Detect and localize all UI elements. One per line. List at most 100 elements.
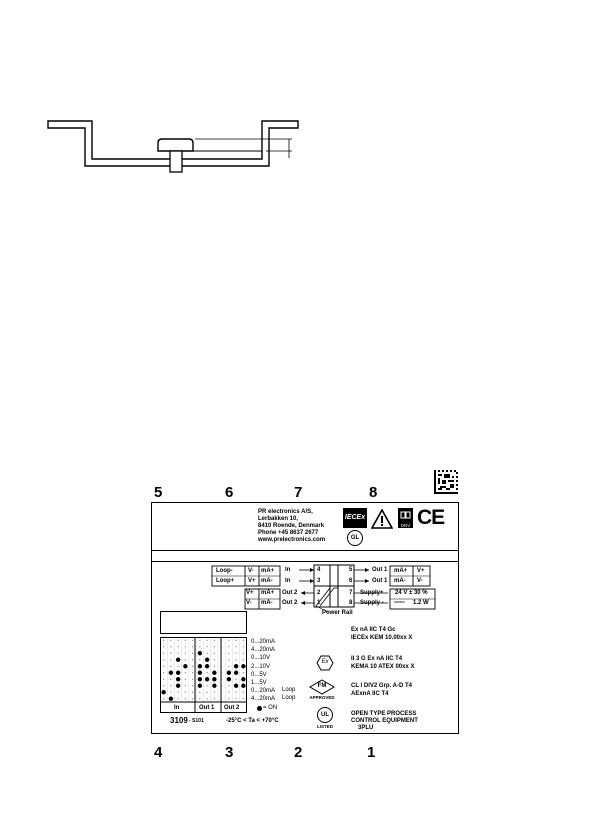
dip-on-dot: [233, 670, 239, 675]
dip-grid-cell: [242, 639, 244, 641]
fm-diamond-icon: [309, 679, 335, 695]
dip-grid-cell: [170, 659, 172, 661]
dip-column-out2: Out 2: [224, 705, 240, 711]
dip-grid-cell: [192, 698, 194, 700]
position-6: 6: [225, 484, 234, 501]
ma-plus-label-2: mA+: [261, 590, 275, 596]
dip-grid-cell: [192, 678, 194, 680]
iecex-marking: Ex nA IIC T4 Gc: [351, 627, 396, 633]
dip-on-dot: [233, 683, 239, 688]
ul-circle-icon: UL: [317, 707, 333, 723]
dip-grid-cell: [221, 685, 223, 687]
dip-on-dot: [197, 670, 203, 675]
dip-grid-cell: [177, 698, 179, 700]
dip-grid-cell: [206, 672, 208, 674]
out1-label-2: Out 1: [372, 578, 388, 584]
dip-on-dot: [175, 683, 181, 688]
dip-grid-cell: [221, 678, 223, 680]
dip-on-dot: [197, 683, 203, 688]
dip-on-dot: [168, 670, 174, 675]
on-legend: = ON: [263, 705, 278, 711]
loop-note-1: Loop: [282, 687, 296, 693]
position-3: 3: [225, 744, 234, 761]
dip-grid-cell: [163, 672, 165, 674]
dip-grid-cell: [213, 659, 215, 661]
ambient-temperature: -25°C < Ta < +70°C: [226, 718, 279, 724]
dip-grid-cell: [242, 691, 244, 693]
ex-logo-text: Ex: [321, 659, 329, 665]
iecex-logo-text: IECEx: [344, 514, 366, 521]
dip-grid-cell: [170, 652, 172, 654]
dip-grid-cell: [242, 646, 244, 648]
dip-on-dot: [197, 677, 203, 682]
dip-grid-cell: [177, 665, 179, 667]
dip-on-dot: [241, 677, 246, 682]
dip-grid-cell: [235, 639, 237, 641]
atex-certificate: KEMA 10 ATEX 00xx X: [351, 664, 415, 670]
dip-on-dot: [226, 677, 232, 682]
dip-grid-cell: [177, 646, 179, 648]
ul-logo-subtext: LISTED: [316, 724, 333, 729]
dip-grid-cell: [163, 652, 165, 654]
product-label: [151, 502, 459, 734]
dip-grid-cell: [221, 672, 223, 674]
range-item: 1...5V: [251, 680, 267, 687]
company-street: Lerbakken 10,: [258, 516, 299, 522]
dip-grid-cell: [163, 646, 165, 648]
dip-grid-cell: [228, 639, 230, 641]
position-5: 5: [154, 484, 163, 501]
dip-grid-cell: [213, 646, 215, 648]
terminal-2: 2: [317, 590, 321, 596]
dip-grid-cell: [199, 691, 201, 693]
position-1: 1: [367, 744, 376, 761]
dip-on-dot: [226, 670, 232, 675]
dip-grid-cell: [170, 639, 172, 641]
loop-minus-label: Loop-: [216, 568, 233, 574]
company-web: www.prelectronics.com: [258, 537, 326, 543]
model-number: 3109: [170, 716, 188, 725]
range-item: 4...20mA: [251, 696, 276, 703]
dip-grid-cell: [199, 639, 201, 641]
dip-grid-cell: [235, 652, 237, 654]
dip-grid-cell: [184, 659, 186, 661]
loop-note-2: Loop: [282, 695, 296, 701]
range-item: 0...20mA: [251, 639, 276, 645]
dip-grid-cell: [228, 698, 230, 700]
dip-grid-cell: [192, 652, 194, 654]
dip-grid-cell: [213, 652, 215, 654]
in-label-2: In: [285, 578, 291, 584]
supply-plus-label: Supply+: [360, 590, 384, 596]
label-divider-1: [152, 550, 458, 551]
ma-minus-label-2: mA-: [261, 600, 273, 606]
dip-grid-cell: [213, 639, 215, 641]
dip-grid-cell: [221, 698, 223, 700]
dip-grid-cell: [206, 652, 208, 654]
range-item: 0...10V: [251, 655, 271, 662]
out2-label-1: Out 2: [282, 590, 298, 596]
dip-on-dot: [212, 677, 217, 682]
dip-on-dot: [212, 670, 217, 675]
dip-grid-cell: [213, 691, 215, 693]
dip-on-dot: [204, 657, 210, 662]
dip-grid-cell: [228, 691, 230, 693]
dip-grid-cell: [170, 646, 172, 648]
fm-aex-marking: AExnA IIC T4: [351, 691, 389, 697]
dnv-mark-icon: [400, 511, 411, 519]
dip-grid-cell: [228, 652, 230, 654]
position-4: 4: [154, 744, 163, 761]
ma-minus-label-3: mA-: [394, 578, 406, 584]
dip-column-out1: Out 1: [199, 705, 215, 711]
dip-grid-cell: [184, 691, 186, 693]
dnv-logo-text: DNV: [400, 523, 411, 528]
dip-grid-cell: [235, 678, 237, 680]
dnv-logo: DNV: [398, 508, 413, 528]
iecex-logo: IECEx: [343, 508, 367, 528]
ul-line-2: CONTROL EQUIPMENT: [351, 718, 418, 724]
dip-grid-cell: [206, 685, 208, 687]
range-list: 0...20mA 4...20mA 0...10V 2...10V 0...5V…: [251, 638, 311, 704]
dip-grid-cell: [206, 698, 208, 700]
ex-hexagon-icon: [316, 655, 334, 671]
dip-grid-cell: [170, 678, 172, 680]
dip-on-dot: [168, 696, 174, 701]
dip-grid-cell: [177, 652, 179, 654]
